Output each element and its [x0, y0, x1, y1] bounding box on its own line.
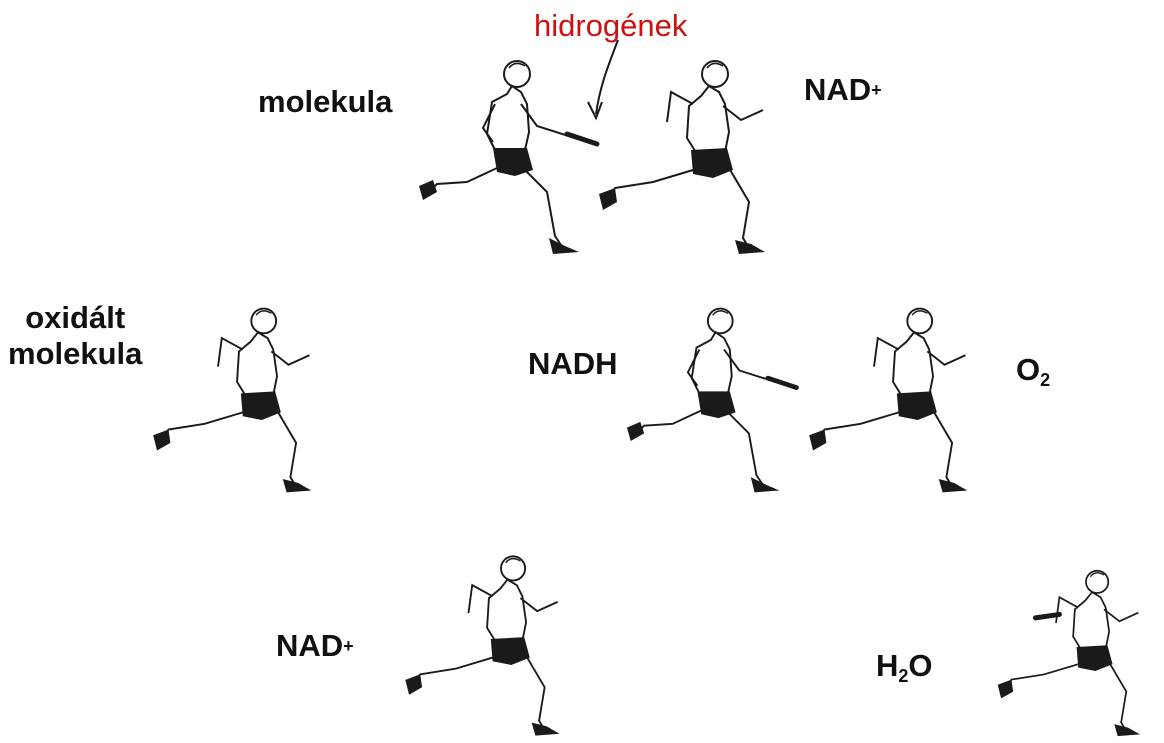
nad-plus-bottom-label: NAD+: [276, 628, 354, 664]
nad-plus-bottom-base: NAD: [276, 628, 343, 663]
h2o-h: H: [876, 648, 898, 683]
runner-finished-bottom: [388, 548, 588, 743]
o2-label: O2: [1016, 352, 1050, 388]
runner-passing-baton-middle: [596, 300, 816, 500]
nad-plus-top-base: NAD: [804, 72, 871, 107]
o2-base: O: [1016, 352, 1040, 387]
nad-plus-bottom-sup: +: [343, 636, 354, 656]
runner-receiving-top: [588, 52, 788, 262]
h2o-o: O: [908, 648, 932, 683]
runner-with-baton-bottom-right: [984, 563, 1164, 743]
oxidized-line2: molekula: [8, 336, 142, 372]
o2-sub: 2: [1040, 370, 1050, 390]
oxidized-molecule-label: oxidált molekula: [8, 300, 142, 371]
nad-plus-top-label: NAD+: [804, 72, 882, 108]
nad-plus-top-sup: +: [871, 80, 882, 100]
molecule-label: molekula: [258, 84, 392, 120]
oxidized-line1: oxidált: [8, 300, 142, 336]
runner-passing-baton-top: [392, 52, 612, 262]
runner-receiving-middle: [794, 300, 994, 500]
h2o-sub: 2: [898, 666, 908, 686]
runner-finished-middle-left: [138, 300, 338, 500]
h2o-label: H2O: [876, 648, 933, 684]
